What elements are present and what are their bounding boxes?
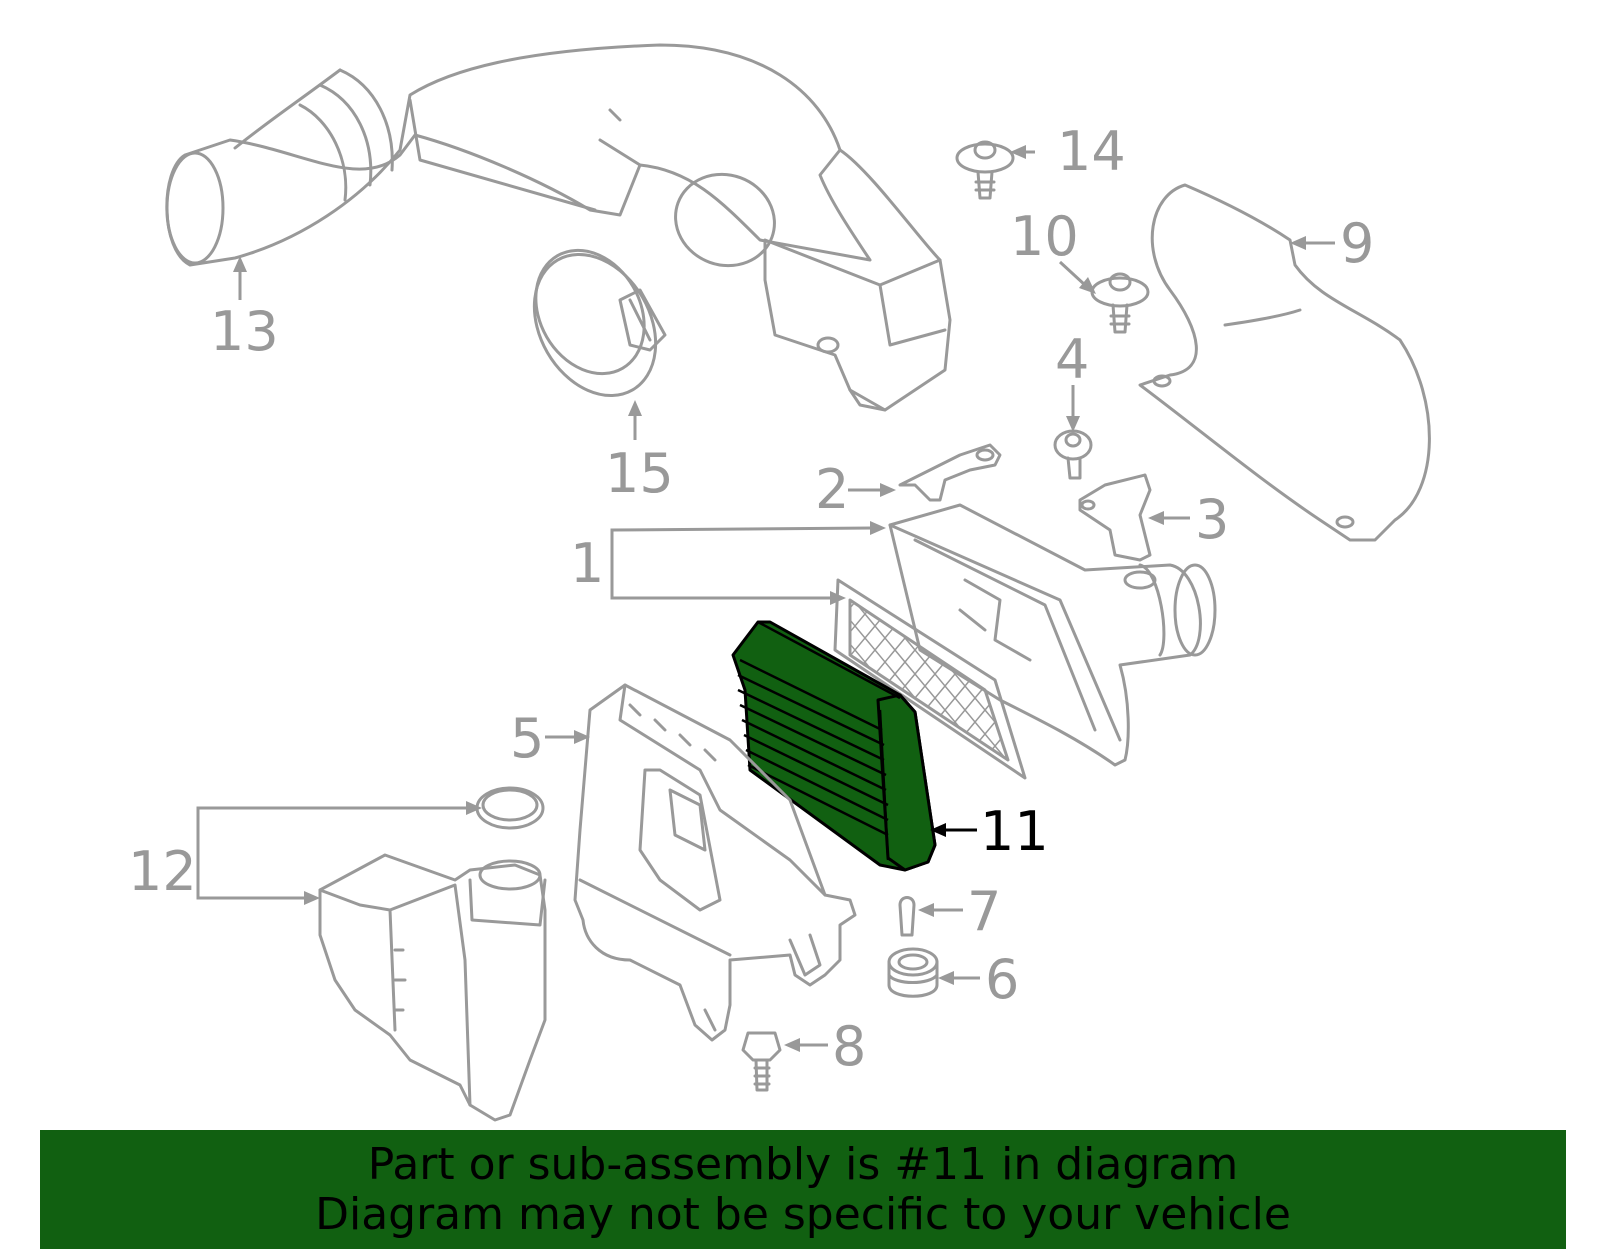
mesh-line — [979, 600, 1008, 760]
mesh-line — [540, 560, 740, 800]
callout-8: 8 — [832, 1015, 866, 1078]
callout-2: 2 — [815, 458, 849, 521]
mesh-line — [1150, 560, 1350, 800]
exploded-parts-diagram: 13 15 14 10 — [128, 43, 1450, 1122]
banner-line-disclaimer: Diagram may not be specific to your vehi… — [315, 1188, 1291, 1240]
leader-12a — [196, 806, 470, 870]
callout-4: 4 — [1055, 328, 1089, 391]
mesh-line — [400, 560, 600, 800]
mesh-line — [530, 560, 730, 800]
part-9-air-guide — [1138, 183, 1431, 542]
mesh-line — [850, 600, 1001, 760]
callout-12: 12 — [128, 840, 197, 903]
part-7-pin — [898, 896, 916, 937]
leader-1a — [610, 526, 874, 563]
mesh-line — [969, 600, 1008, 760]
mesh-line — [1030, 560, 1230, 800]
part-12-resonator — [318, 786, 547, 1122]
part-15-hose-clamp — [532, 248, 667, 398]
info-banner: Part or sub-assembly is #11 in diagram D… — [40, 1130, 1566, 1249]
mesh-line — [850, 600, 1008, 760]
mesh-line — [869, 600, 1008, 760]
mesh-line — [550, 560, 750, 800]
mesh-line — [1110, 560, 1310, 800]
part-4-bolt — [1053, 429, 1093, 480]
part-14-clip — [955, 140, 1015, 200]
mesh-line — [450, 560, 650, 800]
mesh-line — [1080, 560, 1280, 800]
callout-10: 10 — [1010, 205, 1079, 268]
part-3-sensor-mount — [1078, 473, 1152, 562]
mesh-line — [1040, 560, 1240, 800]
mesh-line — [850, 600, 1008, 760]
callout-9: 9 — [1340, 212, 1374, 275]
mesh-line — [1200, 560, 1400, 800]
part-1-housing-cover — [888, 503, 1217, 767]
leader-1b — [610, 563, 833, 600]
mesh-line — [850, 600, 1008, 760]
part-6-grommet — [887, 947, 939, 998]
mesh-line — [1010, 560, 1210, 800]
mesh-line — [850, 600, 1008, 760]
mesh-line — [1250, 560, 1450, 800]
part-10-clip — [1090, 272, 1150, 334]
mesh-line — [1160, 560, 1360, 800]
callout-3: 3 — [1195, 488, 1229, 551]
mesh-line — [1120, 560, 1320, 800]
mesh-line — [859, 600, 1008, 760]
part-2-bracket — [898, 443, 1002, 502]
part-8-bolt — [741, 1031, 782, 1092]
mesh-line — [1210, 560, 1410, 800]
callout-13: 13 — [210, 300, 279, 363]
mesh-line — [460, 560, 660, 800]
part-5-lower-housing — [573, 683, 857, 1042]
leader-12b — [196, 870, 308, 900]
mesh-line — [560, 560, 760, 800]
callout-14: 14 — [1057, 120, 1126, 183]
mesh-line — [1190, 560, 1390, 800]
banner-line-part: Part or sub-assembly is #11 in diagram — [367, 1138, 1239, 1190]
mesh-line — [1050, 560, 1250, 800]
mesh-line — [850, 600, 991, 760]
part-1-mesh-screen — [400, 560, 1450, 800]
mesh-line — [850, 600, 1008, 760]
mesh-line — [470, 560, 670, 800]
callout-6: 6 — [985, 948, 1019, 1011]
part-13-intake-duct — [165, 43, 952, 412]
callout-15: 15 — [605, 442, 674, 505]
callout-7: 7 — [967, 880, 1001, 943]
callout-1: 1 — [570, 532, 604, 595]
callout-11: 11 — [980, 800, 1049, 863]
mesh-line — [1180, 560, 1380, 800]
callout-5: 5 — [510, 707, 544, 770]
mesh-line — [1070, 560, 1270, 800]
mesh-line — [1230, 560, 1430, 800]
mesh-line — [1140, 560, 1340, 800]
part-11-air-filter — [731, 620, 937, 872]
mesh-line — [1100, 560, 1300, 800]
mesh-line — [1170, 560, 1370, 800]
